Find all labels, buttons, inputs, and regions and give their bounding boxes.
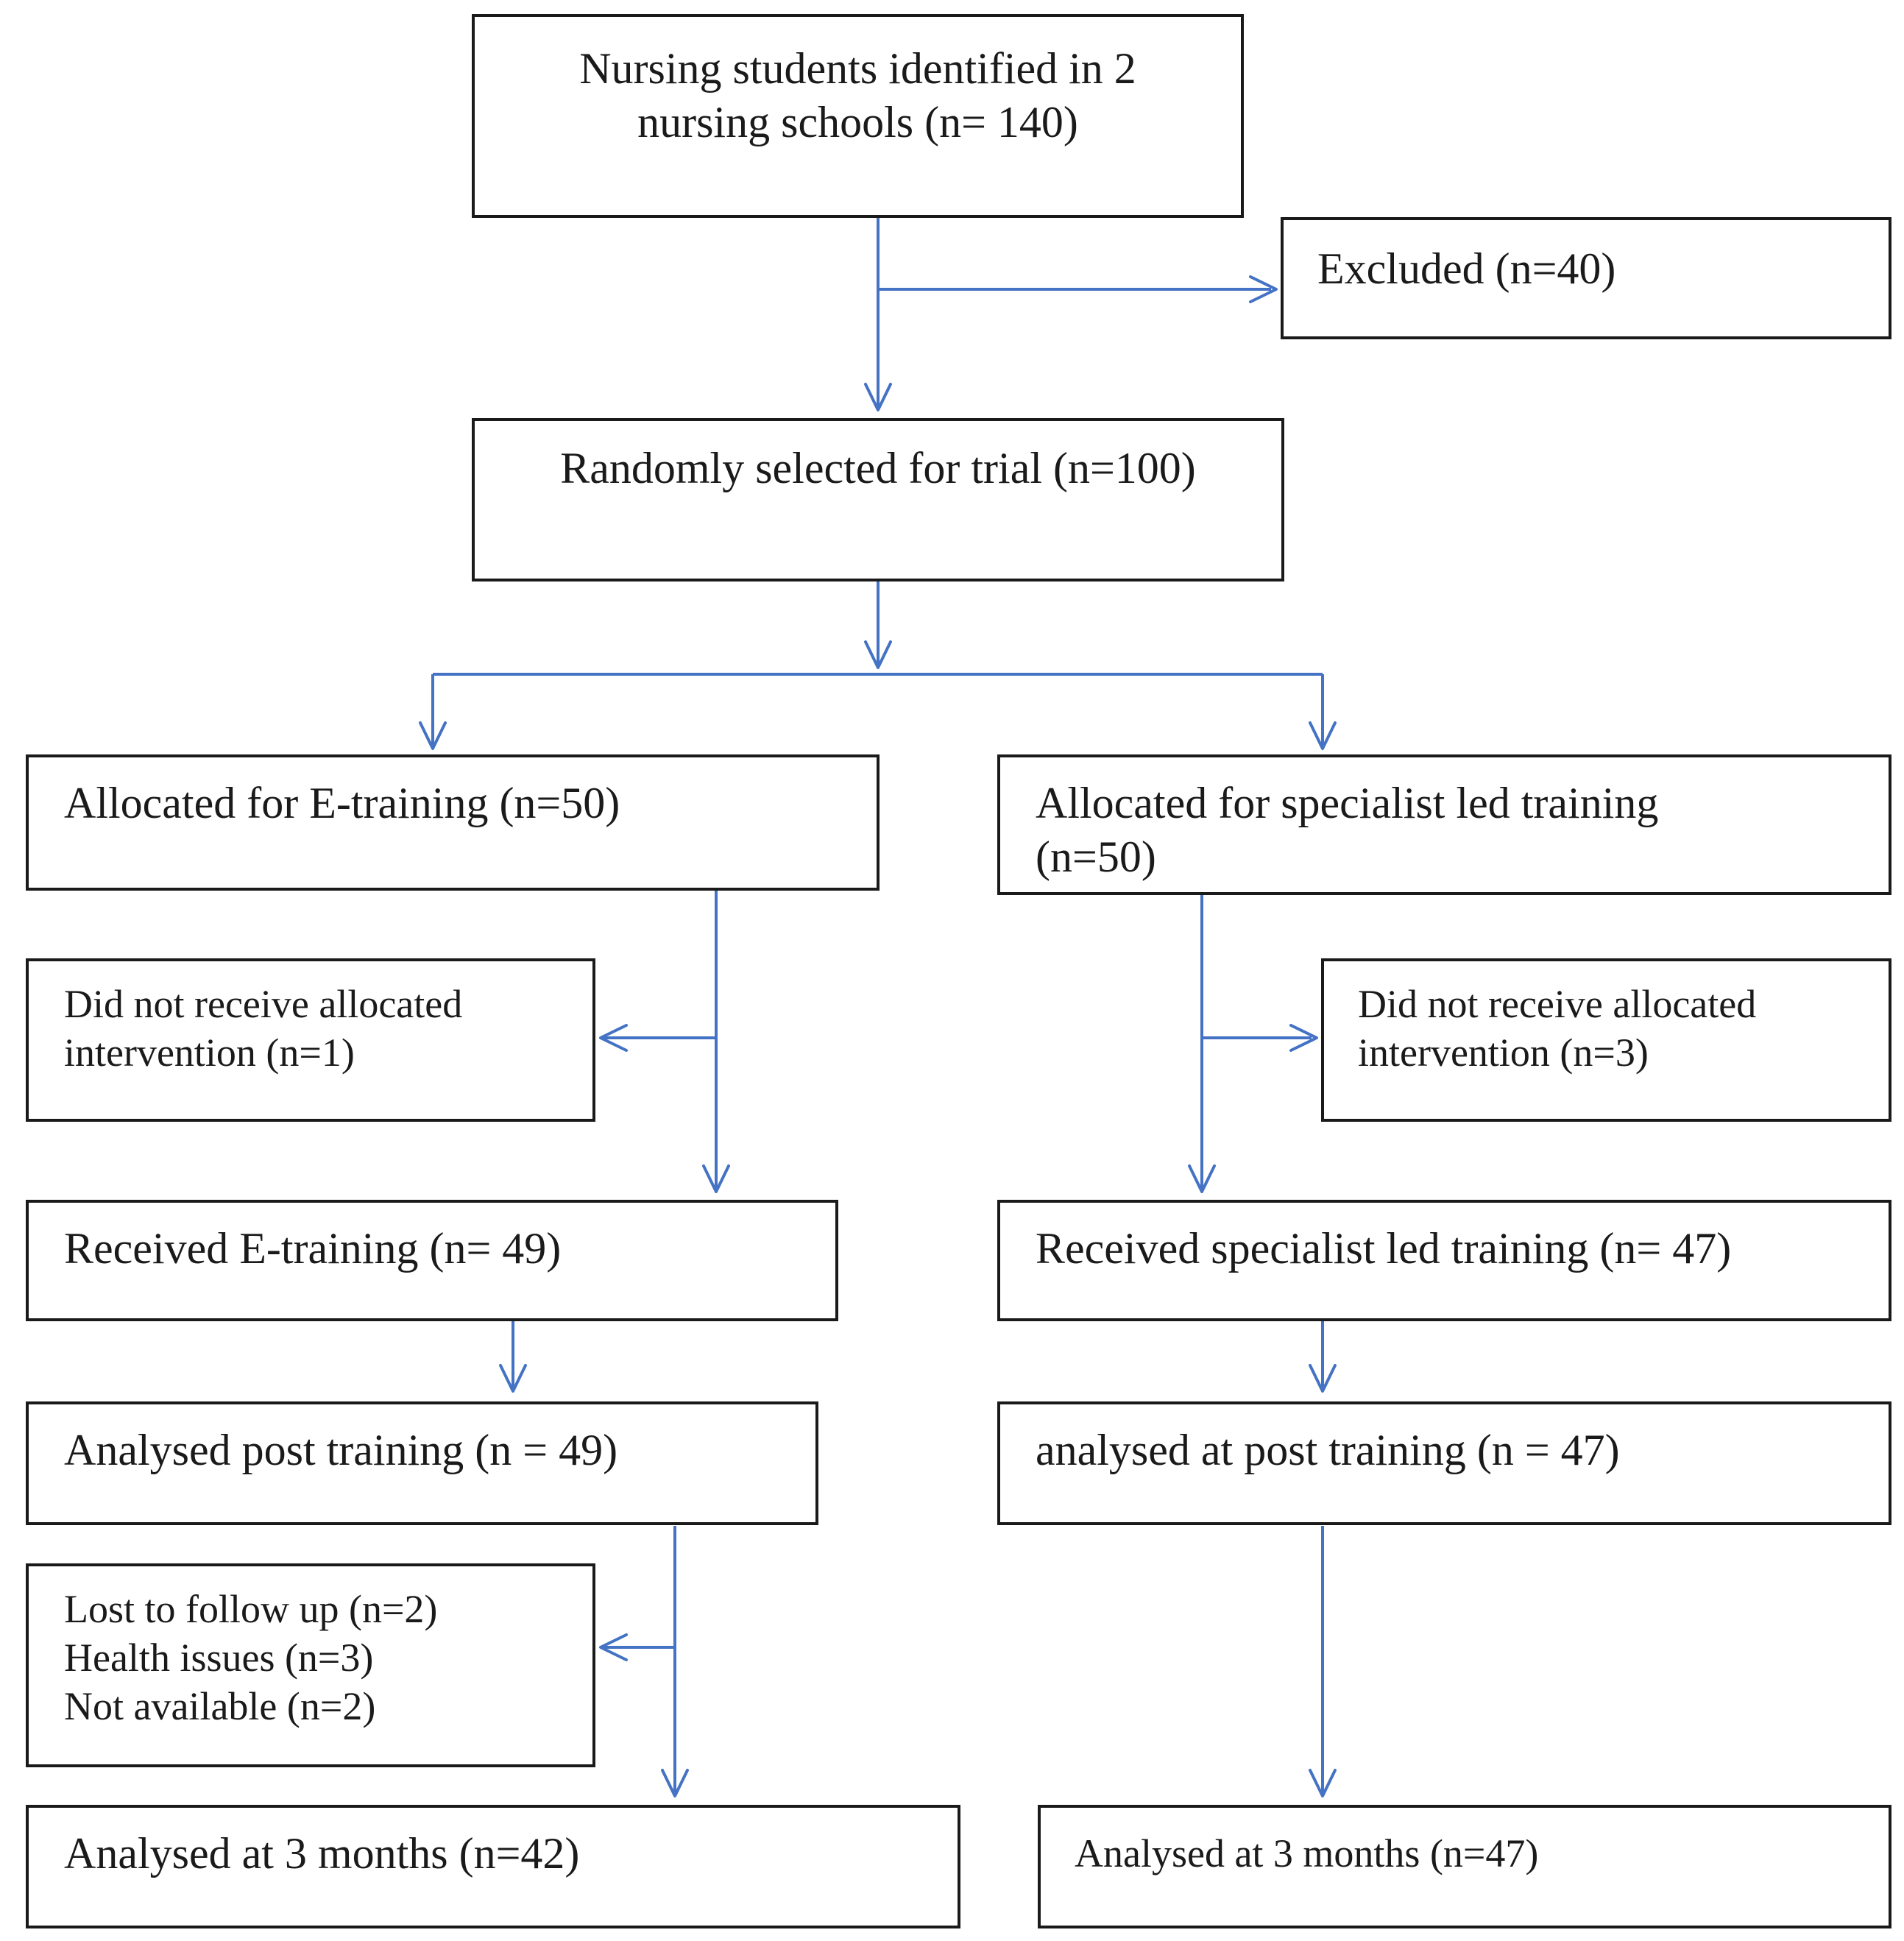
recv-e-label: Received E-training (n= 49) [64,1224,562,1273]
box-analysed-post-specialist: analysed at post training (n = 47) [997,1401,1891,1525]
arrowhead-down-m3-e [661,1769,689,1797]
arrowhead-down-recv-s [1188,1164,1216,1193]
box-not-received-specialist: Did not receive allocated intervention (… [1321,958,1891,1122]
notrecv-e-line-2: intervention (n=1) [64,1030,355,1075]
arrowhead-right-notrecv-s [1289,1024,1318,1052]
arrowhead-left-notrecv-e [599,1024,628,1052]
post-s-label: analysed at post training (n = 47) [1036,1426,1620,1474]
arrowhead-down-recv-e [702,1164,730,1193]
box-students-identified: Nursing students identified in 2 nursing… [472,14,1244,218]
identified-line-2: nursing schools (n= 140) [637,98,1078,147]
identified-line-1: Nursing students identified in 2 [579,44,1136,93]
m3-e-label: Analysed at 3 months (n=42) [64,1829,580,1878]
box-randomized: Randomly selected for trial (n=100) [472,418,1284,581]
m3-s-label: Analysed at 3 months (n=47) [1075,1831,1539,1875]
alloc-s-line-2: (n=50) [1036,832,1156,882]
arrowhead-down-post-e [499,1364,527,1393]
box-analysed-3-months-specialist: Analysed at 3 months (n=47) [1038,1805,1891,1928]
arrowheads [419,275,1337,1797]
randomized-label: Randomly selected for trial (n=100) [560,444,1196,492]
box-excluded: Excluded (n=40) [1281,217,1891,339]
alloc-e-label: Allocated for E-training (n=50) [64,779,620,827]
post-e-label: Analysed post training (n = 49) [64,1426,618,1474]
alloc-s-line-1: Allocated for specialist led training [1036,779,1659,827]
arrowhead-down-split [864,640,892,669]
lost-e-line-3: Not available (n=2) [64,1683,376,1728]
notrecv-s-line-2: intervention (n=3) [1358,1030,1649,1075]
box-received-specialist: Received specialist led training (n= 47) [997,1200,1891,1321]
box-allocated-e-training: Allocated for E-training (n=50) [26,754,880,891]
arrowhead-down-alloc-s [1309,721,1337,750]
box-analysed-post-e: Analysed post training (n = 49) [26,1401,818,1525]
box-received-e-training: Received E-training (n= 49) [26,1200,838,1321]
lost-e-line-1: Lost to follow up (n=2) [64,1587,438,1631]
notrecv-s-line-1: Did not receive allocated [1358,982,1757,1026]
connector-lines [431,217,1324,1792]
excluded-label: Excluded (n=40) [1317,244,1616,293]
notrecv-e-line-1: Did not receive allocated [64,982,463,1026]
box-allocated-specialist: Allocated for specialist led training (n… [997,754,1891,895]
arrowhead-down-post-s [1309,1364,1337,1393]
lost-e-line-2: Health issues (n=3) [64,1635,374,1680]
arrowhead-down-m3-s [1309,1769,1337,1797]
box-not-received-e: Did not receive allocated intervention (… [26,958,595,1122]
box-lost-follow-up-e: Lost to follow up (n=2) Health issues (n… [26,1563,595,1767]
arrowhead-left-lost-e [599,1633,628,1661]
arrowhead-down-randomized [864,383,892,411]
recv-s-label: Received specialist led training (n= 47) [1036,1224,1732,1273]
arrowhead-down-alloc-e [419,721,447,750]
box-analysed-3-months-e: Analysed at 3 months (n=42) [26,1805,960,1928]
arrowhead-right-excluded [1249,275,1278,303]
